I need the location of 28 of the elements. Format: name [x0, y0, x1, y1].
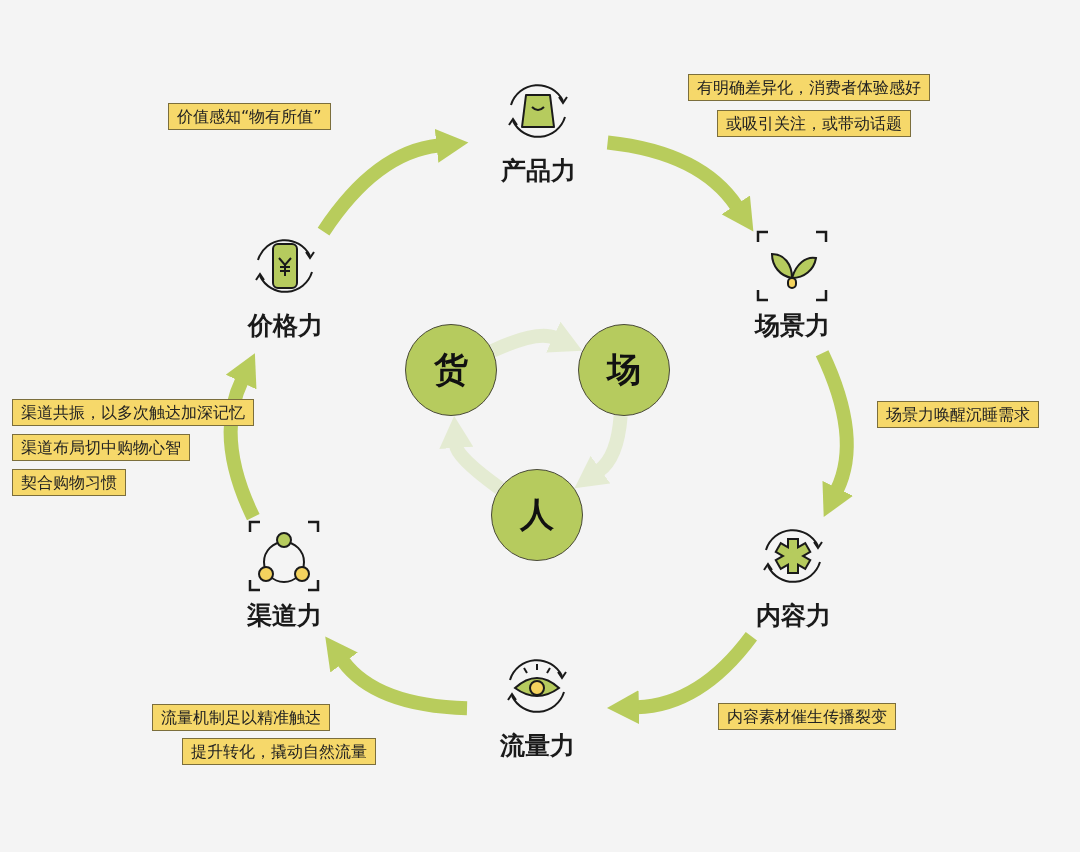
callout-note: 流量机制足以精准触达 [152, 704, 330, 732]
arrow [489, 321, 584, 358]
callout-note: 有明确差异化，消费者体验感好 [688, 74, 930, 102]
node-title: 流量力 [499, 732, 575, 760]
callout-note: 渠道布局切中购物心智 [12, 434, 190, 462]
circle-node: 人 [491, 469, 583, 561]
callout-note: 内容素材催生传播裂变 [718, 703, 896, 731]
arrow [223, 352, 260, 521]
callout-note: 契合购物习惯 [12, 469, 126, 497]
circle-node: 场 [578, 324, 670, 416]
callout-note: 场景力唤醒沉睡需求 [877, 401, 1039, 429]
callout-note: 提升转化，撬动自然流量 [182, 738, 376, 766]
arrow [815, 350, 854, 518]
arrow [575, 415, 628, 490]
callout-note: 或吸引关注，或带动话题 [717, 110, 911, 138]
node-title: 场景力 [754, 312, 830, 340]
node-title: 产品力 [500, 157, 576, 185]
callout-note: 价值感知“物有所值” [168, 103, 331, 131]
arrow [323, 637, 468, 716]
circle-node: 货 [405, 324, 497, 416]
node-title: 价格力 [247, 312, 323, 340]
arrow [606, 135, 755, 231]
arrow [317, 129, 469, 236]
callout-note: 渠道共振，以多次触达加深记忆 [12, 399, 254, 427]
arrow [607, 632, 757, 725]
arrow [439, 416, 504, 494]
node-title: 渠道力 [246, 602, 322, 630]
node-title: 内容力 [755, 602, 831, 630]
